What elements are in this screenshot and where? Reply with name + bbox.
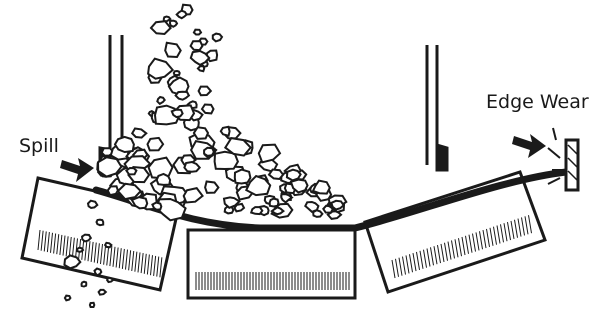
- bulk-material-pile: [97, 5, 346, 221]
- edge-wear-arrow: [512, 134, 546, 158]
- center-idler: [188, 230, 355, 298]
- edge-wear-label: Edge Wear: [486, 91, 589, 113]
- right-skirt-board: [427, 45, 447, 170]
- edge-wear-wall: [566, 140, 578, 190]
- spill-label: Spill: [19, 135, 59, 157]
- right-wing-idler: [365, 172, 545, 292]
- spill-arrow: [60, 158, 94, 182]
